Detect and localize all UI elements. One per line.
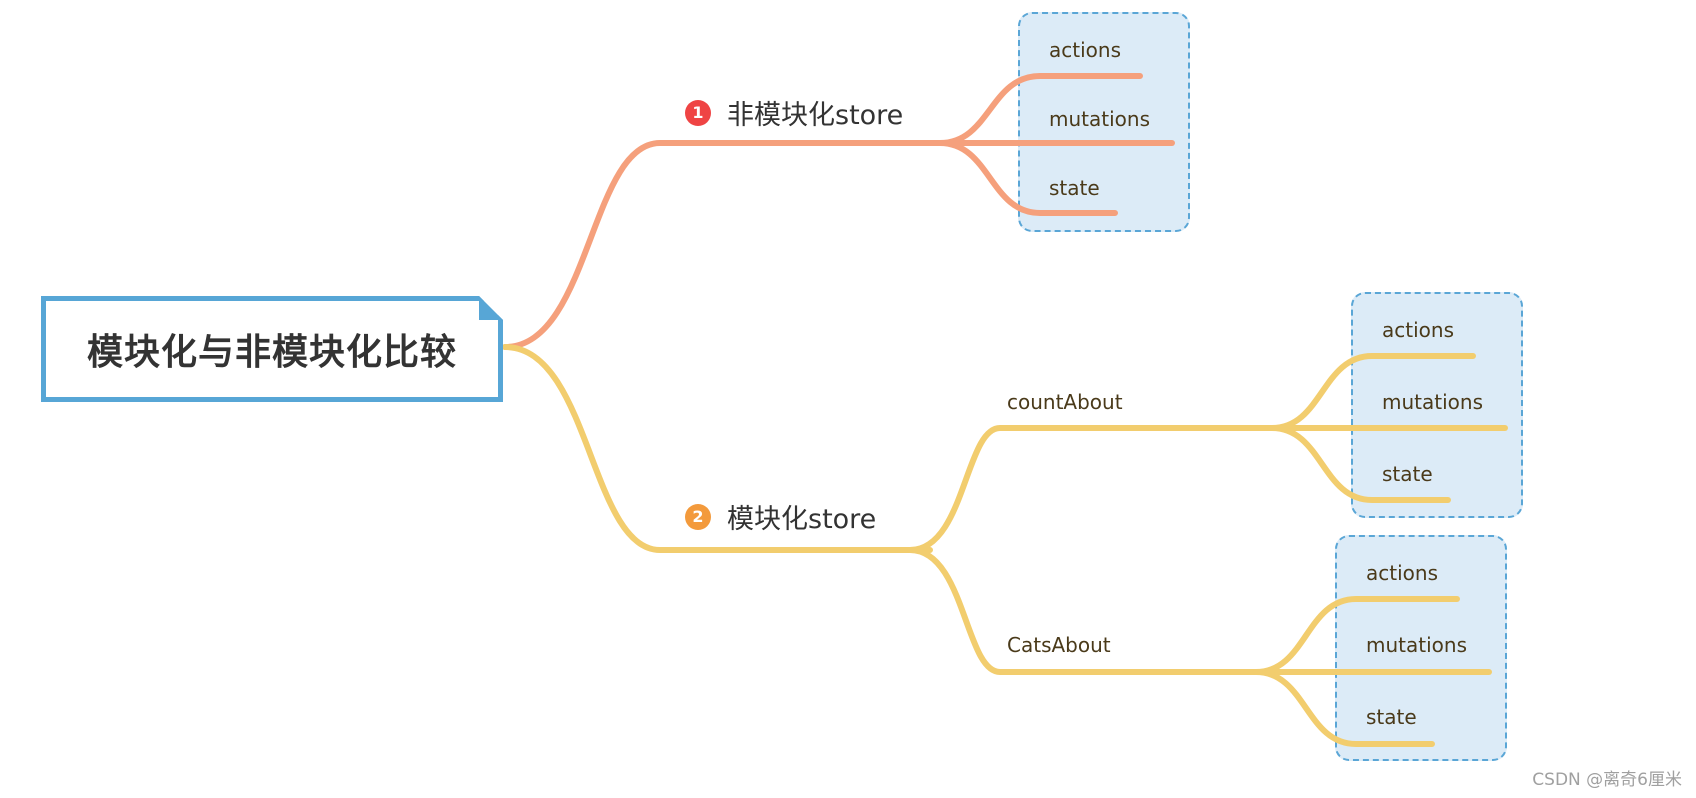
leaf-state[interactable]: state bbox=[1049, 176, 1100, 200]
group-box-catsabout bbox=[1335, 535, 1507, 761]
number-badge-1: 1 bbox=[685, 99, 711, 126]
branch-modular-store[interactable]: 2 模块化store bbox=[685, 497, 876, 536]
branch-label-modular: 模块化store bbox=[727, 504, 877, 535]
leaf-mutations[interactable]: mutations bbox=[1382, 390, 1483, 414]
connector-modular-catsabout bbox=[907, 547, 1273, 675]
leaf-state[interactable]: state bbox=[1382, 462, 1433, 486]
watermark: CSDN @离奇6厘米 bbox=[1532, 770, 1682, 790]
branch-nonmodular-store[interactable]: 1 非模块化store bbox=[685, 93, 903, 132]
connector-countabout-state bbox=[1269, 425, 1451, 503]
leaf-mutations[interactable]: mutations bbox=[1366, 633, 1467, 657]
connector-root-to-nonmodular bbox=[502, 140, 963, 350]
connector-root-to-modular bbox=[502, 344, 933, 553]
group-box-countabout bbox=[1351, 292, 1523, 518]
leaf-state[interactable]: state bbox=[1366, 705, 1417, 729]
folded-corner-icon bbox=[479, 296, 503, 320]
leaf-actions[interactable]: actions bbox=[1366, 561, 1438, 585]
connector-nonmodular-actions bbox=[937, 73, 1143, 146]
leaf-actions[interactable]: actions bbox=[1382, 318, 1454, 342]
module-countabout[interactable]: countAbout bbox=[1007, 390, 1123, 414]
leaf-mutations[interactable]: mutations bbox=[1049, 107, 1150, 131]
branch-label-nonmodular: 非模块化store bbox=[727, 100, 904, 131]
root-node[interactable]: 模块化与非模块化比较 bbox=[41, 296, 503, 402]
number-badge-2: 2 bbox=[685, 503, 711, 530]
connector-catsabout-state bbox=[1253, 669, 1435, 747]
connector-catsabout-actions bbox=[1253, 596, 1460, 675]
connector-countabout-actions bbox=[1269, 353, 1476, 431]
module-catsabout[interactable]: CatsAbout bbox=[1007, 633, 1111, 657]
leaf-actions[interactable]: actions bbox=[1049, 38, 1121, 62]
root-title: 模块化与非模块化比较 bbox=[86, 332, 457, 373]
connector-modular-countabout bbox=[907, 425, 1293, 553]
connector-nonmodular-state bbox=[937, 140, 1118, 216]
group-box-nonmodular bbox=[1018, 12, 1190, 232]
